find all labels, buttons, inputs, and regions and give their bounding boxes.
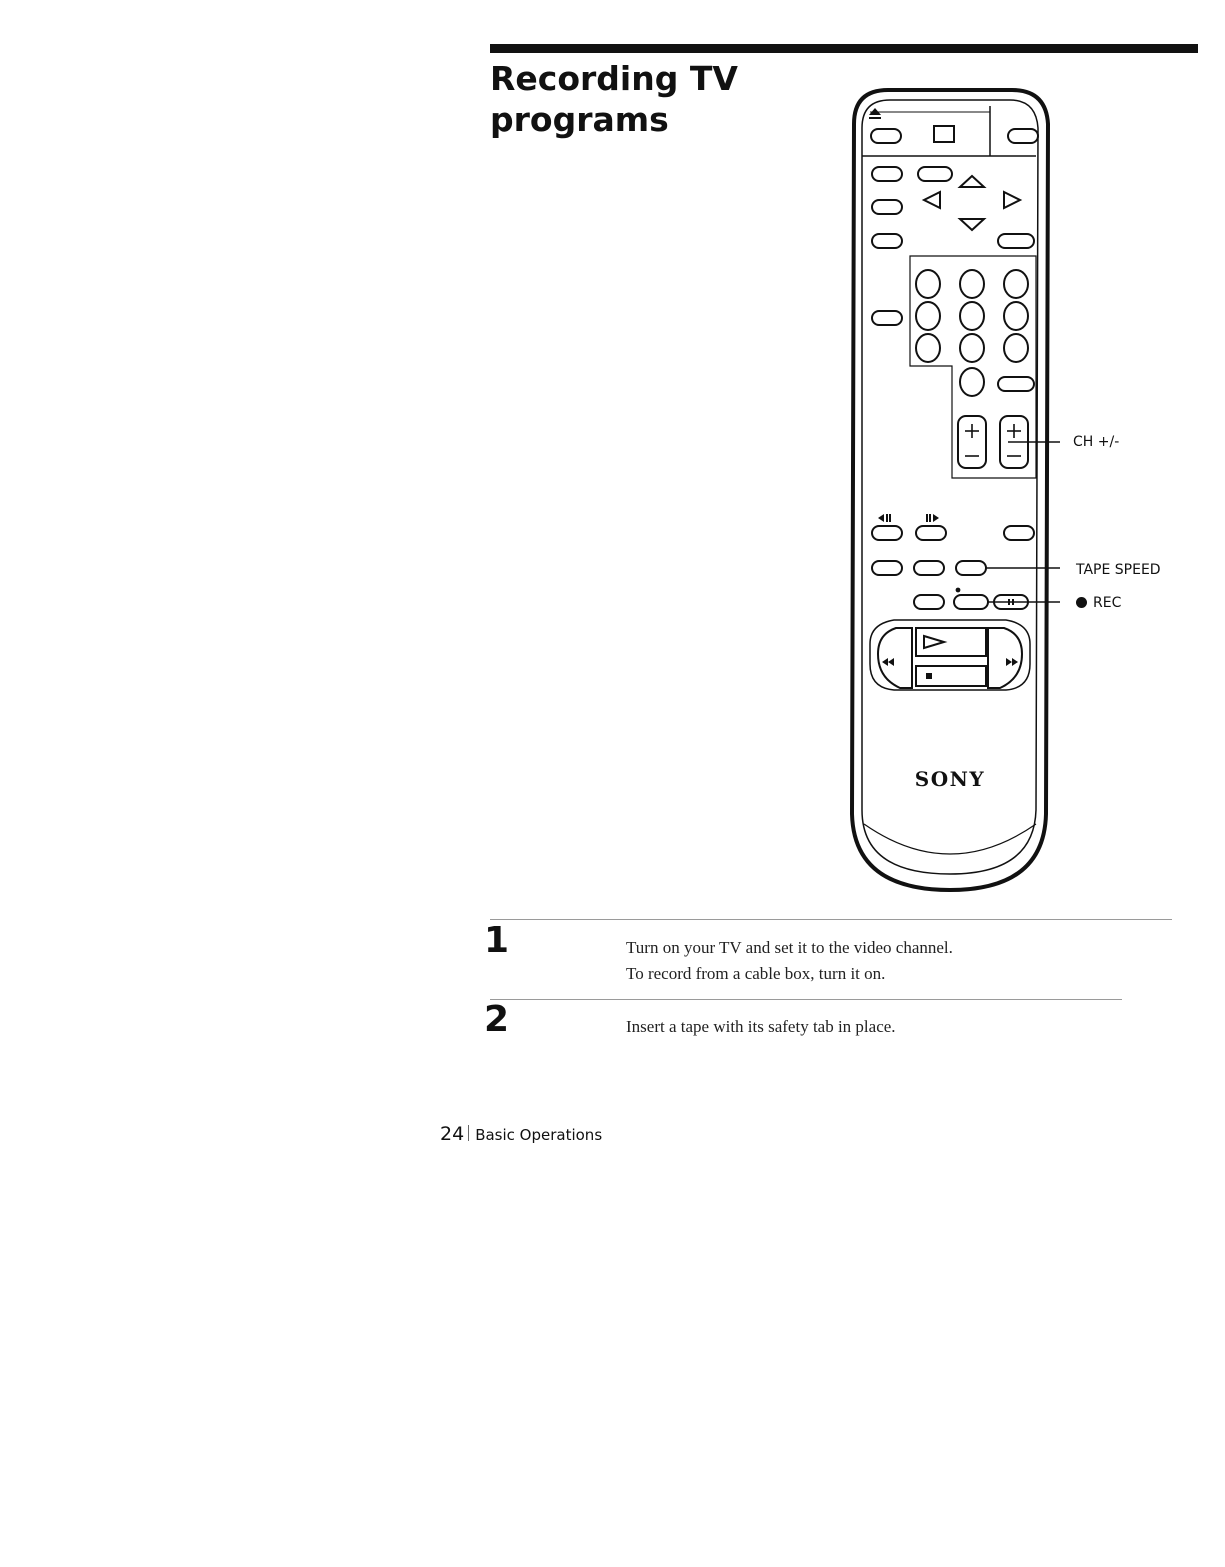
button-row4-b[interactable] [998,234,1034,248]
play-button[interactable] [916,628,986,656]
callout-rec: REC [1076,595,1121,611]
rec-button[interactable] [954,595,988,609]
rewind-button[interactable] [878,628,912,688]
key-5[interactable] [960,302,984,330]
volume-rocker[interactable] [958,416,986,468]
page-title: Recording TV programs [490,58,738,140]
page-title-line-2: programs [490,99,738,140]
step-number-1: 1 [484,921,509,961]
index-button[interactable] [1004,526,1034,540]
callout-channel: CH +/- [1073,434,1119,450]
button-speed-a[interactable] [872,561,902,575]
eject-button[interactable] [871,129,901,143]
callout-rec-label: REC [1093,595,1121,611]
record-dot-icon [1076,597,1087,608]
button-speed-b[interactable] [914,561,944,575]
rewind-icon [888,658,894,666]
step-2-line-1: Insert a tape with its safety tab in pla… [626,1014,896,1040]
step-number-2: 2 [484,1000,509,1040]
key-4[interactable] [916,302,940,330]
fast-forward-icon [1006,658,1012,666]
power-button[interactable] [1008,129,1038,143]
slow-forward-button[interactable] [916,526,946,540]
callout-tape-speed: TAPE SPEED [1076,562,1161,578]
button-row3-a[interactable] [872,200,902,214]
slow-reverse-button[interactable] [872,526,902,540]
key-3[interactable] [1004,270,1028,298]
key-9[interactable] [1004,334,1028,362]
button-rec-a[interactable] [914,595,944,609]
step-text-1: Turn on your TV and set it to the video … [626,935,953,987]
arrow-down-icon[interactable] [960,219,984,230]
key-0[interactable] [960,368,984,396]
footer-separator [468,1125,469,1141]
button-row4-a[interactable] [872,234,902,248]
play-icon [924,636,944,648]
brand-logo: SONY [915,767,985,791]
record-icon [956,588,961,593]
section-name: Basic Operations [475,1126,602,1144]
page-number: 24 [440,1123,464,1145]
header-rule [490,44,1198,53]
step-1-line-2: To record from a cable box, turn it on. [626,961,953,987]
tape-speed-button[interactable] [956,561,986,575]
arrow-right-icon[interactable] [1004,192,1020,208]
enter-button[interactable] [998,377,1034,391]
key-7[interactable] [916,334,940,362]
step-text-2: Insert a tape with its safety tab in pla… [626,1014,896,1040]
page-footer: 24 Basic Operations [440,1123,602,1145]
step-divider-1 [490,919,1172,920]
key-6[interactable] [1004,302,1028,330]
stop-icon [926,673,932,679]
eject-icon [869,108,881,119]
arrow-left-icon[interactable] [924,192,940,208]
arrow-up-icon[interactable] [960,176,984,187]
step-divider-2 [490,999,1122,1000]
step-1-line-1: Turn on your TV and set it to the video … [626,935,953,961]
button-side[interactable] [872,311,902,325]
page-title-line-1: Recording TV [490,58,738,99]
key-2[interactable] [960,270,984,298]
key-8[interactable] [960,334,984,362]
button-row2-b[interactable] [918,167,952,181]
key-1[interactable] [916,270,940,298]
remote-control-illustration: SONY [840,84,1060,904]
fast-forward-button[interactable] [988,628,1022,688]
button-row2-a[interactable] [872,167,902,181]
tv-video-switch[interactable] [934,126,954,142]
